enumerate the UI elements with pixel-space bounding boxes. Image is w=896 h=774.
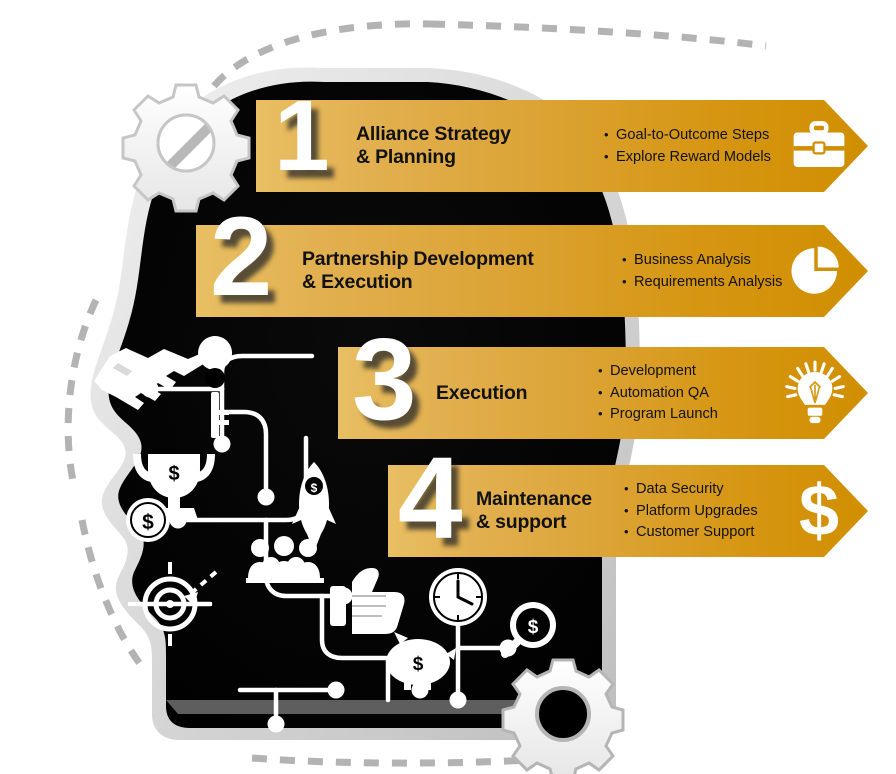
step-1-bullets: Goal-to-Outcome Steps Explore Reward Mod…: [604, 124, 771, 167]
svg-text:$: $: [168, 463, 179, 485]
magnifier-dollar-icon: $: [501, 602, 556, 658]
handshake-icon: [94, 348, 210, 410]
gear-bottom-right-icon: [501, 658, 625, 774]
step-2-title: Partnership Development & Execution: [302, 248, 534, 293]
piggy-bank-icon: $: [386, 632, 456, 690]
list-item: Explore Reward Models: [604, 146, 771, 168]
list-item: Requirements Analysis: [622, 271, 782, 293]
step-1-title: Alliance Strategy & Planning: [356, 123, 511, 168]
step-2-number: 2: [210, 194, 272, 319]
list-item: Automation QA: [598, 382, 718, 404]
step-4-number: 4: [398, 433, 462, 563]
thumbs-up-icon: [330, 568, 405, 634]
svg-text:$: $: [528, 617, 539, 638]
list-item: Platform Upgrades: [624, 500, 758, 522]
dashed-orbit-arc: [64, 20, 767, 767]
pie-chart-icon: [788, 243, 844, 299]
briefcase-icon: [790, 118, 848, 176]
step-band-1[interactable]: Alliance Strategy & Planning Goal-to-Out…: [256, 80, 874, 203]
target-icon: [128, 562, 218, 646]
step-band-3[interactable]: Execution Development Automation QA Prog…: [338, 321, 874, 450]
step-band-4[interactable]: Maintenance & support Data Security Plat…: [388, 440, 874, 568]
team-group-icon: [246, 536, 324, 583]
dollar-sign-icon: $: [790, 473, 848, 549]
list-item: Customer Support: [624, 522, 758, 544]
key-icon: [198, 336, 233, 438]
step-2-bullets: Business Analysis Requirements Analysis: [622, 249, 782, 292]
step-3-bullets: Development Automation QA Program Launch: [598, 361, 718, 426]
rocket-icon: $: [292, 462, 336, 552]
step-4-bullets: Data Security Platform Upgrades Customer…: [624, 479, 758, 544]
lightbulb-icon: [784, 359, 846, 427]
list-item: Business Analysis: [622, 249, 782, 271]
svg-text:$: $: [311, 481, 318, 495]
step-4-title: Maintenance & support: [476, 488, 592, 533]
dollar-coin-icon: $: [126, 498, 170, 542]
list-item: Data Security: [624, 479, 758, 501]
list-item: Program Launch: [598, 404, 718, 426]
trophy-icon: $: [133, 454, 215, 520]
step-1-number: 1: [274, 80, 330, 192]
step-3-number: 3: [352, 314, 416, 444]
svg-text:$: $: [142, 511, 154, 534]
list-item: Development: [598, 361, 718, 383]
step-3-title: Execution: [436, 381, 528, 404]
gear-top-left-icon: [121, 83, 251, 213]
svg-text:$: $: [413, 654, 424, 675]
svg-text:$: $: [799, 473, 839, 549]
step-band-2[interactable]: Partnership Development & Execution Busi…: [196, 200, 874, 328]
clock-icon: [429, 568, 487, 626]
list-item: Goal-to-Outcome Steps: [604, 124, 771, 146]
